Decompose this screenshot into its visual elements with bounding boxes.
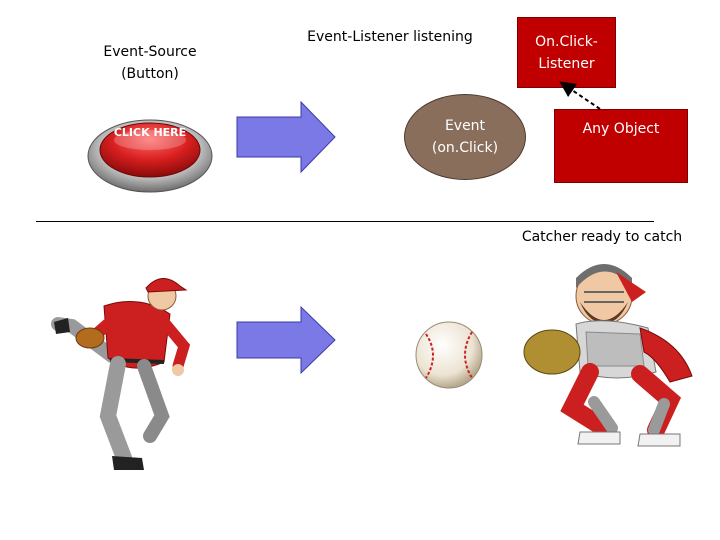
onclick-listener-label: On.Click- Listener (535, 33, 598, 72)
event-ellipse: Event (on.Click) (404, 94, 526, 180)
baseball-pitcher-icon (51, 278, 191, 470)
divider-line (36, 221, 654, 222)
event-source-label: Event-Source (Button) (103, 44, 197, 82)
upper-block-arrow (236, 100, 336, 174)
event-listener-listening-label: Event-Listener listening (307, 29, 473, 45)
red-push-button-icon: CLICK HERE (87, 119, 213, 193)
catcher-label: Catcher ready to catch (521, 229, 683, 245)
onclick-listener-box: On.Click- Listener (517, 17, 616, 88)
baseball-icon (415, 321, 483, 389)
baseball-catcher-icon (523, 264, 693, 447)
button-text: CLICK HERE (114, 126, 186, 139)
lower-block-arrow (236, 305, 336, 375)
any-object-box: Any Object (554, 109, 688, 183)
any-object-label: Any Object (582, 121, 660, 137)
event-label: Event (on.Click) (431, 118, 499, 156)
